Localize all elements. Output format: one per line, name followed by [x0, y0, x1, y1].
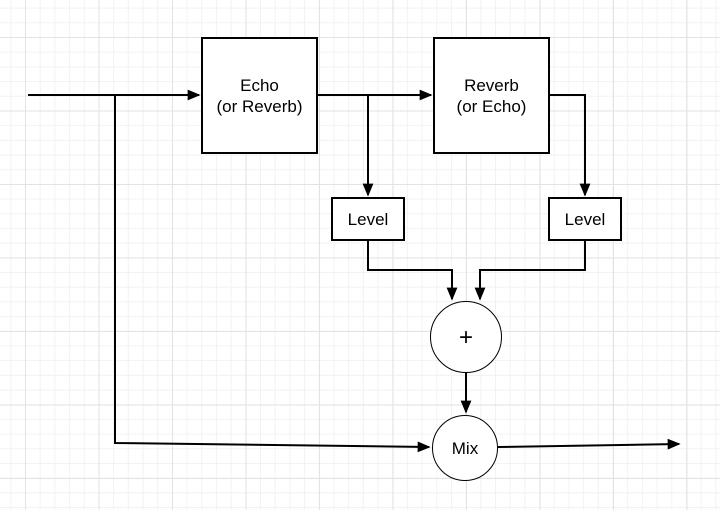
level-left-label: Level [347, 209, 389, 229]
node-level-left[interactable]: Level [331, 197, 405, 241]
edge-level-right-to-sum[interactable] [474, 241, 586, 301]
node-level-right[interactable]: Level [548, 197, 622, 241]
echo-label: Echo (or Reverb) [216, 75, 303, 116]
edge-reverb-to-level-right[interactable] [549, 94, 591, 197]
level-right-label: Level [564, 209, 606, 229]
node-reverb[interactable]: Reverb (or Echo) [433, 37, 550, 154]
reverb-label: Reverb (or Echo) [456, 75, 527, 116]
edge-level-left-to-sum[interactable] [367, 241, 458, 301]
mix-label: Mix [451, 438, 479, 458]
node-mix[interactable]: Mix [432, 415, 498, 481]
node-echo[interactable]: Echo (or Reverb) [201, 37, 318, 154]
node-sum-junction[interactable]: + [430, 301, 502, 373]
edge-input-branch-to-mix[interactable] [114, 95, 431, 453]
edge-mix-to-output[interactable] [497, 438, 681, 450]
sum-label: + [458, 323, 473, 351]
